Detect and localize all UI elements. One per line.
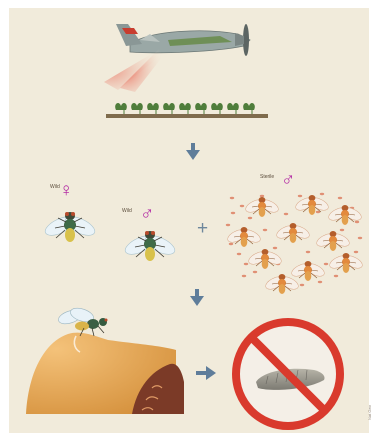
wild-male-group: Wild ♂ xyxy=(122,204,177,261)
airplane-icon xyxy=(116,24,250,56)
female-symbol-icon: ♀ xyxy=(59,180,73,201)
arrow-down-icon xyxy=(190,289,204,306)
wild-female-fly-icon xyxy=(43,212,98,242)
credit-text: Nat Geo xyxy=(367,404,372,420)
host-animal-illustration xyxy=(26,306,184,414)
arrow-right-icon xyxy=(196,366,216,380)
arrow-down-icon xyxy=(186,143,200,160)
no-larva-prohibition-icon xyxy=(236,322,340,426)
fly-on-host-icon xyxy=(57,306,108,336)
sterile-males-cluster: Sterile ♂ xyxy=(226,170,364,294)
sterile-males-label: Sterile xyxy=(260,174,274,180)
wild-female-group: Wild ♀ xyxy=(43,180,98,242)
crop-row-ground xyxy=(106,103,268,118)
wild-male-fly-icon xyxy=(123,231,178,261)
wild-male-label: Wild xyxy=(122,208,132,214)
spray-cloud xyxy=(104,48,166,92)
plus-symbol: + xyxy=(197,218,208,239)
male-symbol-icon: ♂ xyxy=(281,170,295,191)
male-symbol-icon: ♂ xyxy=(140,204,154,225)
